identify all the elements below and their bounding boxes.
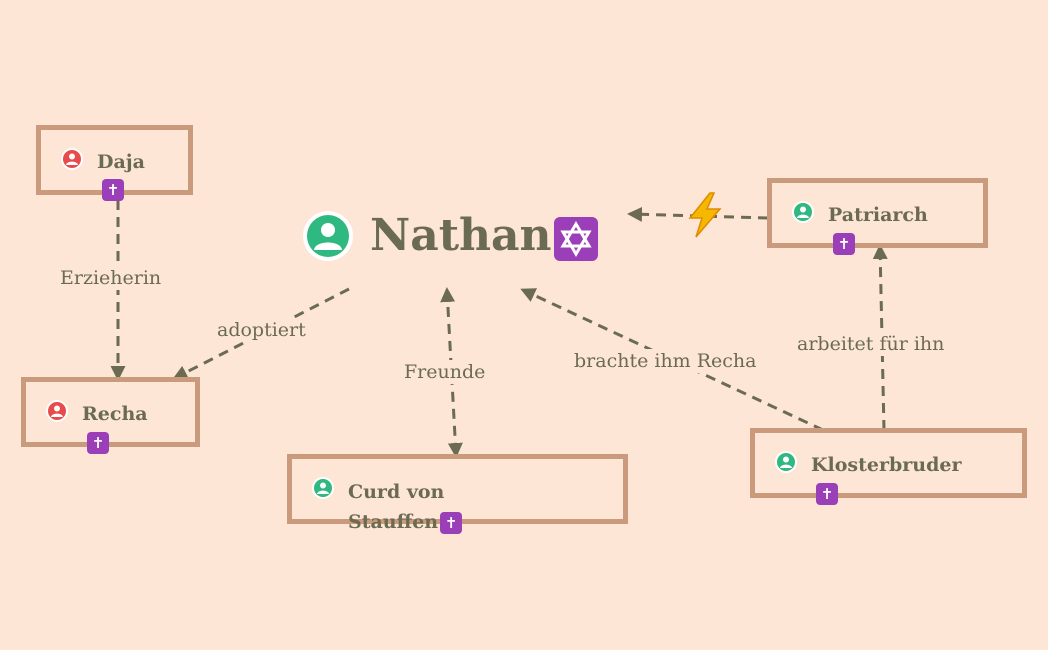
cross-icon: ✝ [87, 432, 109, 454]
person-icon [303, 211, 353, 261]
person-icon [46, 400, 68, 422]
person-icon [792, 201, 814, 223]
person-icon [61, 148, 83, 170]
star-of-david-icon [553, 216, 598, 261]
edge-nathan-curd [440, 287, 463, 458]
edge-label-erzieherin: Erzieherin [58, 266, 164, 290]
node-recha[interactable]: Recha ✝ [21, 377, 200, 454]
center-node-nathan[interactable]: Nathan [302, 208, 598, 264]
edge-nathan-recha [172, 287, 350, 380]
edge-label-brachte: brachte ihm Recha [572, 349, 759, 373]
node-name: Curd von Stauffen✝ [348, 477, 463, 537]
lightning-icon [686, 192, 724, 242]
node-curd-von-stauffen[interactable]: Curd von Stauffen✝ [287, 454, 628, 534]
node-patriarch[interactable]: Patriarch ✝ [767, 178, 988, 255]
node-name: Patriarch [828, 204, 928, 226]
edge-label-freunde: Freunde [402, 360, 488, 384]
cross-icon: ✝ [102, 179, 124, 201]
person-icon [775, 451, 797, 473]
node-name: Daja [97, 151, 145, 173]
edge-kloster-nathan [520, 288, 824, 432]
node-klosterbruder[interactable]: Klosterbruder ✝ [750, 428, 1027, 505]
cross-icon: ✝ [816, 483, 838, 505]
edge-label-adoptiert: adoptiert [215, 318, 308, 342]
center-node-name: Nathan [370, 208, 598, 264]
node-daja[interactable]: Daja ✝ [36, 125, 193, 201]
edge-label-arbeitet: arbeitet für ihn [795, 332, 947, 356]
person-icon [312, 477, 334, 499]
cross-icon: ✝ [833, 233, 855, 255]
cross-icon: ✝ [440, 512, 463, 534]
node-name: Klosterbruder [811, 454, 962, 476]
node-name: Recha [82, 403, 148, 425]
